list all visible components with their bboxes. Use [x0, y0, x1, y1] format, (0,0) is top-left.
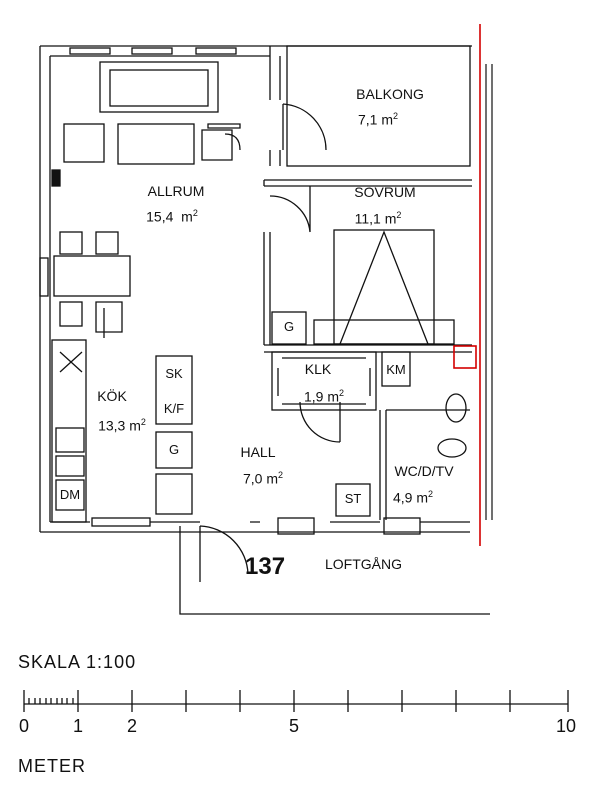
room-area-kok: 13,3 m2 [98, 417, 146, 434]
room-name-wc: WC/D/TV [394, 463, 454, 479]
scale-tick-label: 0 [18, 716, 30, 736]
room-name-klk: KLK [304, 361, 332, 377]
scale-bar [23, 690, 569, 712]
fixture-sk: SK [165, 366, 183, 381]
room-name-kok: KÖK [97, 388, 127, 404]
fixture-kf: K/F [163, 401, 185, 416]
scale-tick-label: 1 [72, 716, 84, 736]
room-area-wc: 4,9 m2 [392, 489, 434, 506]
fixture-st: ST [344, 491, 362, 506]
balcony-outline [286, 45, 471, 167]
scale-title: SKALA 1:100 [18, 652, 137, 672]
scale-tick-label: 10 [555, 716, 577, 736]
room-area-balkong: 7,1 m2 [357, 111, 399, 128]
fixture-g-kitchen: G [168, 442, 180, 457]
room-name-balkong: BALKONG [356, 86, 424, 102]
fixture-km: KM [386, 362, 406, 377]
unit-number: 137 [245, 553, 286, 580]
room-area-sovrum: 11,1 m2 [354, 210, 402, 227]
scale-tick-label: 5 [288, 716, 300, 736]
room-area-klk: 1,9 m2 [303, 388, 345, 405]
room-area-allrum: 15,4 m2 [146, 208, 198, 225]
fixture-dm: DM [59, 487, 81, 502]
scale-unit-label: METER [18, 756, 86, 776]
corridor-label: LOFTGÅNG [325, 556, 403, 572]
room-area-hall: 7,0 m2 [242, 470, 284, 487]
room-name-sovrum: SOVRUM [354, 184, 416, 200]
room-name-allrum: ALLRUM [147, 183, 205, 199]
scale-tick-label: 2 [126, 716, 138, 736]
room-name-hall: HALL [240, 444, 276, 460]
fixture-g-bedroom: G [283, 319, 295, 334]
